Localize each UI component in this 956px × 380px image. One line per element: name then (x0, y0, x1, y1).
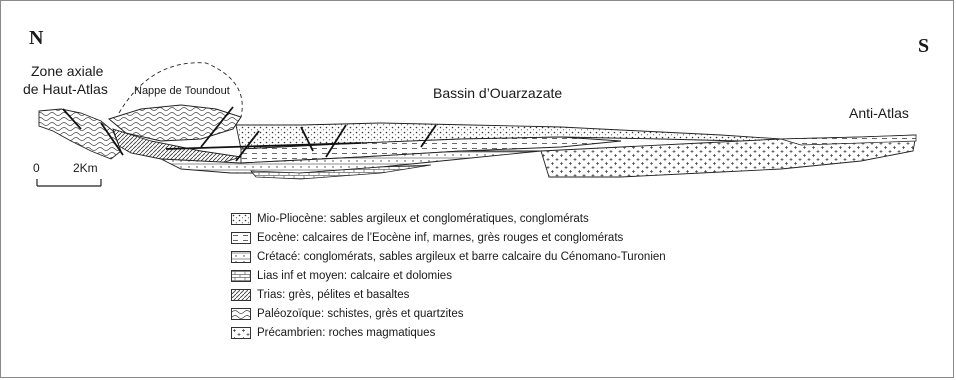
scale-bar-graphic (37, 179, 101, 186)
legend-label: Mio-Pliocène: sables argileux et conglom… (257, 213, 589, 225)
legend-label: Trias: grès, pélites et basaltes (257, 289, 409, 301)
legend-label: Paléozoïque: schistes, grès et quartzite… (257, 308, 463, 320)
swatch-dashes-icon (231, 232, 251, 244)
south-label: S (918, 35, 929, 58)
zone-axiale-label-1: Zone axiale (31, 63, 103, 79)
legend-item-cretace: Crétacé: conglomérats, sables argileux e… (231, 247, 666, 266)
swatch-dots-icon (231, 213, 251, 225)
legend-item-mio-pliocene: Mio-Pliocène: sables argileux et conglom… (231, 209, 666, 228)
legend-item-lias: Lias inf et moyen: calcaire et dolomies (231, 266, 666, 285)
swatch-lines-dots-icon (231, 251, 251, 263)
swatch-diagonal-icon (231, 289, 251, 301)
zone-axiale-label-2: de Haut-Atlas (23, 81, 108, 97)
legend-label: Eocène: calcaires de l’Eocène inf, marne… (257, 232, 623, 244)
swatch-crosses-icon (231, 327, 251, 339)
bassin-label: Bassin d’Ouarzazate (433, 85, 562, 101)
geological-cross-section (1, 1, 955, 201)
legend-item-trias: Trias: grès, pélites et basaltes (231, 285, 666, 304)
scale-zero-label: 0 (33, 161, 40, 175)
anti-atlas-label: Anti-Atlas (849, 105, 909, 121)
swatch-bricks-icon (231, 270, 251, 282)
nappe-label: Nappe de Toundout (134, 85, 230, 97)
legend-label: Précambrien: roches magmatiques (257, 327, 435, 339)
north-label: N (29, 27, 43, 50)
legend-item-paleozoique: Paléozoïque: schistes, grès et quartzite… (231, 304, 666, 323)
swatch-waves-icon (231, 308, 251, 320)
scale-distance-label: 2Km (73, 161, 98, 175)
legend-item-eocene: Eocène: calcaires de l’Eocène inf, marne… (231, 228, 666, 247)
legend-label: Crétacé: conglomérats, sables argileux e… (257, 251, 666, 263)
legend: Mio-Pliocène: sables argileux et conglom… (231, 209, 666, 342)
legend-label: Lias inf et moyen: calcaire et dolomies (257, 270, 452, 282)
legend-item-precambrien: Précambrien: roches magmatiques (231, 323, 666, 342)
